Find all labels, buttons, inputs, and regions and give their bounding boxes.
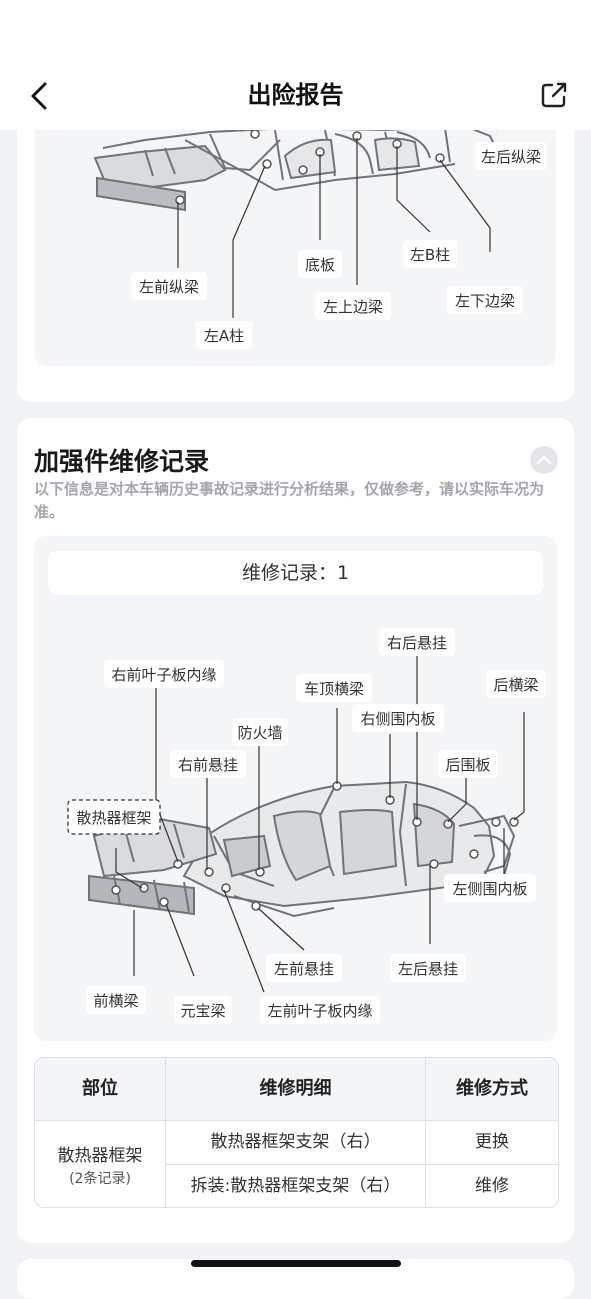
label-left-upper-rail: 左上边梁 [323,298,383,316]
label-right-front-suspension: 右前悬挂 [178,756,238,774]
top-diagram-panel: 左后纵梁 底板 左B柱 左前纵梁 左上边梁 左下边梁 左A柱 [35,110,556,366]
home-indicator[interactable] [191,1260,401,1267]
label-yuanbao-beam: 元宝梁 [180,1002,225,1020]
body-structure-card: 左后纵梁 底板 左B柱 左前纵梁 左上边梁 左下边梁 左A柱 [17,110,574,402]
label-right-front-fender-inner: 右前叶子板内缘 [111,666,216,684]
top-car-diagram: 左后纵梁 底板 左B柱 左前纵梁 左上边梁 左下边梁 左A柱 [93,119,547,349]
page-title: 出险报告 [247,81,344,109]
header-detail: 维修明细 [166,1058,426,1120]
label-rear-panel: 后围板 [445,756,490,774]
table-subrow: 拆装:散热器框架支架（右） 维修 [166,1164,558,1207]
detail-cell: 散热器框架支架（右） [166,1121,426,1164]
label-left-front-fender-inner: 左前叶子板内缘 [267,1002,372,1020]
record-count: (2条记录) [69,1170,131,1187]
label-radiator-frame: 散热器框架 [76,809,151,827]
status-bar [0,0,591,60]
label-right-side-inner-panel: 右侧围内板 [360,710,435,728]
label-left-front-suspension: 左前悬挂 [274,960,334,978]
repair-count: 维修记录：1 [48,551,543,595]
method-cell: 维修 [475,1176,509,1196]
part-cell: 散热器框架 (2条记录) [35,1121,166,1207]
label-left-side-inner-panel: 左侧围内板 [452,880,527,898]
label-left-a-pillar: 左A柱 [204,327,244,345]
label-left-rear-rail: 左后纵梁 [481,148,541,166]
label-rear-crossbeam: 后横梁 [493,676,538,694]
collapse-chevron-up-icon[interactable] [530,446,558,474]
label-floor: 底板 [305,256,335,274]
label-left-front-rail: 左前纵梁 [139,278,199,296]
label-front-crossbeam: 前横梁 [93,992,138,1010]
repair-diagram-panel: 维修记录：1 [34,536,557,1041]
section-description: 以下信息是对本车辆历史事故记录进行分析结果，仅做参考，请以实际车况为准。 [34,480,545,521]
table-header: 部位 维修明细 维修方式 [35,1058,558,1120]
section-title: 加强件维修记录 [34,447,210,476]
label-right-rear-suspension: 右后悬挂 [387,634,447,652]
label-roof-crossbeam: 车顶横梁 [304,680,364,698]
method-cell: 更换 [475,1132,509,1152]
header-part: 部位 [35,1058,166,1120]
table-row: 散热器框架 (2条记录) 散热器框架支架（右） 更换 拆装:散热器框架支架（右）… [35,1120,558,1207]
repair-car-diagram: 右后悬挂 右前叶子板内缘 车顶横梁 后横梁 防火墙 右侧围内板 后围板 右前悬挂… [67,628,546,1024]
label-left-rear-suspension: 左后悬挂 [398,960,458,978]
nav-bar: 出险报告 [0,60,591,130]
repair-record-card: 加强件维修记录 以下信息是对本车辆历史事故记录进行分析结果，仅做参考，请以实际车… [17,418,574,1243]
table-subrow: 散热器框架支架（右） 更换 [166,1121,558,1164]
label-left-b-pillar: 左B柱 [410,246,450,264]
repair-table: 部位 维修明细 维修方式 散热器框架 (2条记录) 散热器框架支架（右） 更换 … [34,1057,559,1208]
back-arrow-icon[interactable] [22,78,58,114]
label-firewall: 防火墙 [237,724,282,742]
part-name: 散热器框架 [57,1145,143,1166]
header-method: 维修方式 [426,1058,558,1120]
detail-cell: 拆装:散热器框架支架（右） [166,1165,426,1207]
label-left-lower-rail: 左下边梁 [455,292,515,310]
share-icon[interactable] [539,80,569,110]
